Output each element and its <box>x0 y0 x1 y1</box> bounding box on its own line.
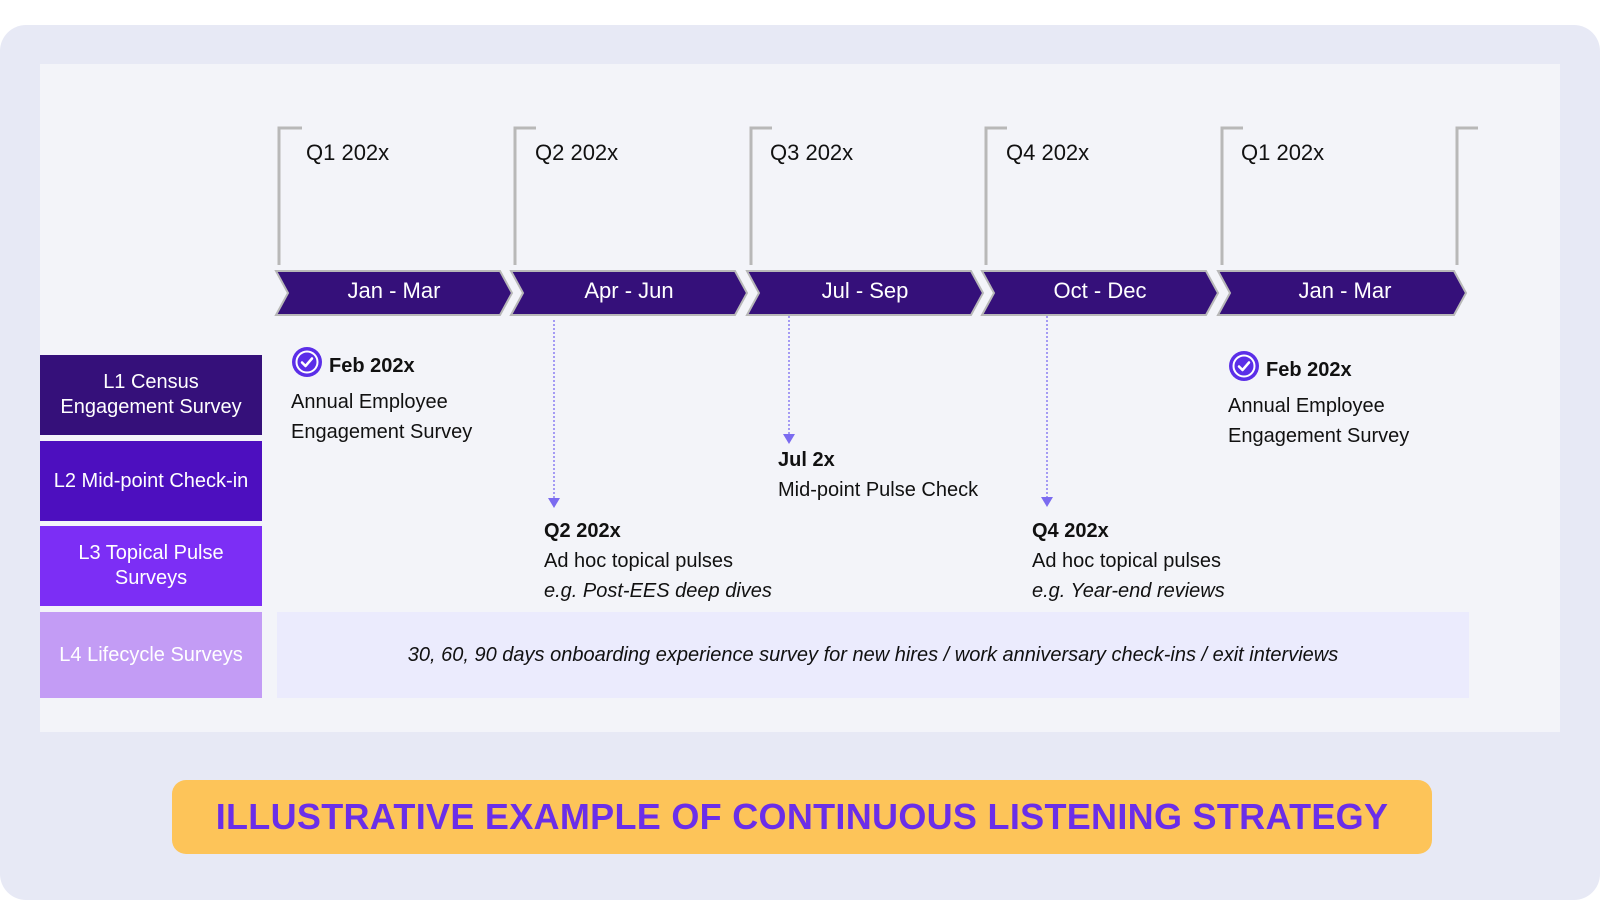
verified-badge-icon <box>291 346 323 387</box>
arrow-head <box>783 434 795 444</box>
title-banner: ILLUSTRATIVE EXAMPLE OF CONTINUOUS LISTE… <box>172 780 1432 854</box>
event-l1-annual-survey-next: Feb 202x Annual Employee Engagement Surv… <box>1228 350 1409 451</box>
level-l4-box: L4 Lifecycle Surveys <box>40 612 262 698</box>
event-l3-q2-pulses: Q2 202x Ad hoc topical pulses e.g. Post-… <box>544 516 772 606</box>
quarter-label: Q3 202x <box>770 140 854 165</box>
banner-title: ILLUSTRATIVE EXAMPLE OF CONTINUOUS LISTE… <box>215 796 1389 837</box>
verified-badge-icon <box>1228 350 1260 391</box>
event-line: Ad hoc topical pulses <box>544 550 734 572</box>
quarter-bracket <box>1455 126 1478 265</box>
event-line: Ad hoc topical pulses <box>1032 550 1222 572</box>
quarter-label: Q2 202x <box>535 140 619 165</box>
event-line: Mid-point Pulse Check <box>778 479 979 501</box>
event-date: Feb 202x <box>1266 358 1352 381</box>
event-l1-annual-survey: Feb 202x Annual Employee Engagement Surv… <box>291 346 472 447</box>
event-line: Engagement Survey <box>291 421 473 443</box>
month-range-label: Jan - Mar <box>347 278 441 303</box>
event-l3-q4-pulses: Q4 202x Ad hoc topical pulses e.g. Year-… <box>1032 516 1225 606</box>
level-l2-box: L2 Mid-point Check-in <box>40 441 262 521</box>
quarter-bracket <box>1220 126 1243 265</box>
event-date: Feb 202x <box>329 354 415 377</box>
chevron-oct-dec <box>980 270 1220 316</box>
month-range-label: Apr - Jun <box>584 278 674 303</box>
chevron-apr-jun <box>509 270 749 316</box>
event-example: e.g. Post-EES deep dives <box>544 580 772 602</box>
quarter-bracket <box>277 126 302 265</box>
event-date: Q2 202x <box>544 520 621 542</box>
quarter-label: Q4 202x <box>1006 140 1090 165</box>
quarter-label: Q1 202x <box>306 140 390 165</box>
chevron-jan-mar <box>274 270 514 316</box>
event-example: e.g. Year-end reviews <box>1032 580 1225 602</box>
event-date: Jul 2x <box>778 449 835 471</box>
level-l3-box: L3 Topical Pulse Surveys <box>40 526 262 606</box>
lifecycle-band: 30, 60, 90 days onboarding experience su… <box>277 612 1469 698</box>
event-line: Annual Employee <box>1228 395 1385 417</box>
arrow-head <box>548 498 560 508</box>
lifecycle-text: 30, 60, 90 days onboarding experience su… <box>407 643 1339 666</box>
chevron-jul-sep <box>745 270 985 316</box>
event-l2-midpoint: Jul 2x Mid-point Pulse Check <box>778 445 978 505</box>
event-line: Annual Employee <box>291 391 448 413</box>
level-l1-box: L1 Census Engagement Survey <box>40 355 262 435</box>
quarter-bracket <box>513 126 536 265</box>
event-line: Engagement Survey <box>1228 425 1410 447</box>
chevron-jan-mar-next <box>1216 270 1468 316</box>
quarter-label: Q1 202x <box>1241 140 1325 165</box>
event-date: Q4 202x <box>1032 520 1109 542</box>
arrow-head <box>1041 497 1053 507</box>
quarter-bracket <box>984 126 1007 265</box>
month-range-label: Jul - Sep <box>821 278 909 303</box>
quarter-bracket <box>749 126 772 265</box>
month-range-label: Jan - Mar <box>1298 278 1392 303</box>
month-range-label: Oct - Dec <box>1053 278 1147 303</box>
